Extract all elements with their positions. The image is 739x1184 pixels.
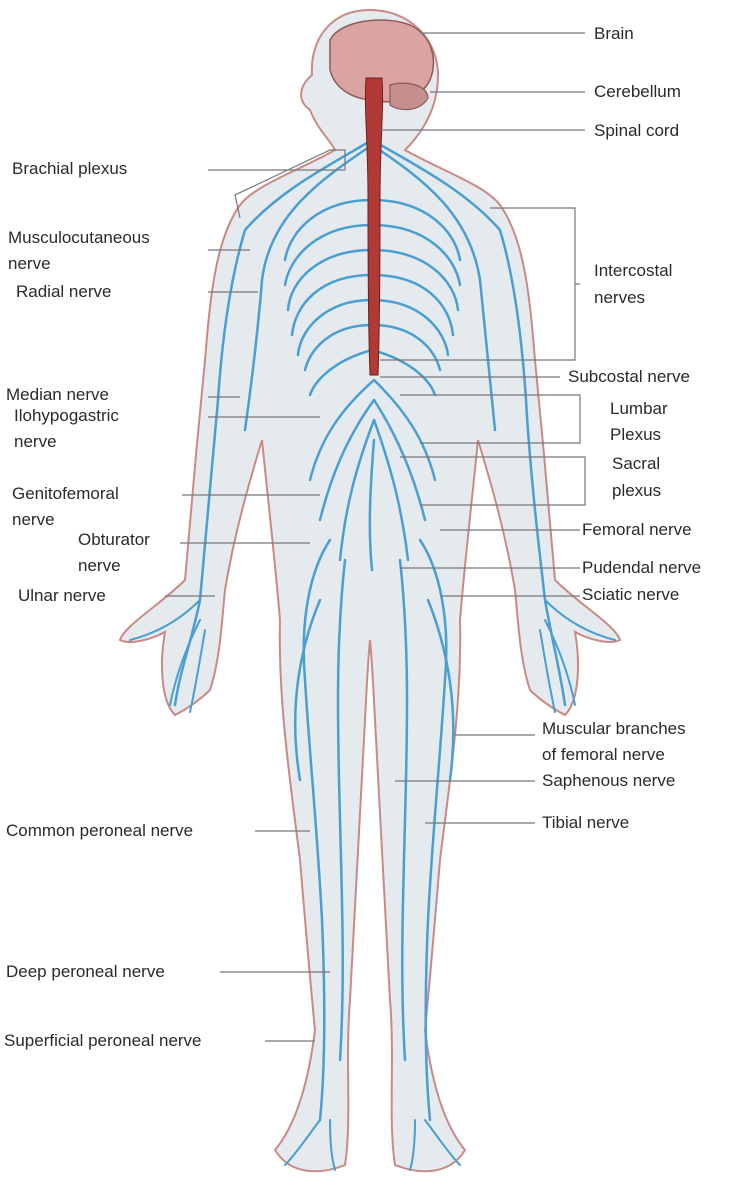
label-radial-nerve: Radial nerve xyxy=(16,282,112,301)
label-sciatic-nerve: Sciatic nerve xyxy=(582,585,680,604)
label-saphenous-nerve: Saphenous nerve xyxy=(542,771,676,790)
label-lumbar-line1: Lumbar xyxy=(610,399,668,418)
feet-nerves xyxy=(284,1119,461,1171)
spinal-cord xyxy=(364,77,384,376)
label-obturator-line2: nerve xyxy=(78,556,121,575)
label-spinal-cord: Spinal cord xyxy=(594,121,680,140)
label-obturator-line1: Obturator xyxy=(78,530,150,549)
label-musculocutaneous-line2: nerve xyxy=(8,254,51,273)
label-lumbar-line2: Plexus xyxy=(610,425,662,444)
label-pudendal-nerve: Pudendal nerve xyxy=(582,558,702,577)
label-subcostal-nerve: Subcostal nerve xyxy=(568,367,690,386)
label-genitofemoral-line2: nerve xyxy=(12,510,55,529)
label-iliohypogastric-line2: nerve xyxy=(14,432,57,451)
label-iliohypogastric-line1: Ilohypogastric xyxy=(14,406,119,425)
label-muscular-branches-line1: Muscular branches xyxy=(542,719,686,738)
label-femoral-nerve: Femoral nerve xyxy=(582,520,692,539)
hand-nerves xyxy=(129,599,616,713)
peripheral-nerves xyxy=(173,138,567,1122)
label-sacral-line1: Sacral xyxy=(612,454,661,473)
label-deep-peroneal-nerve: Deep peroneal nerve xyxy=(6,962,165,981)
label-tibial-nerve: Tibial nerve xyxy=(542,813,630,832)
leader-lines xyxy=(165,32,586,1042)
label-superficial-peroneal-nerve: Superficial peroneal nerve xyxy=(4,1031,202,1050)
body-outline xyxy=(118,8,622,1173)
label-intercostal-line1: Intercostal xyxy=(594,261,673,280)
label-median-nerve: Median nerve xyxy=(6,385,110,404)
label-brachial-plexus: Brachial plexus xyxy=(12,159,128,178)
label-cerebellum: Cerebellum xyxy=(594,82,681,101)
label-musculocutaneous-line1: Musculocutaneous xyxy=(8,228,150,247)
label-intercostal-line2: nerves xyxy=(594,288,646,307)
label-common-peroneal-nerve: Common peroneal nerve xyxy=(6,821,194,840)
label-genitofemoral-line1: Genitofemoral xyxy=(12,484,119,503)
label-ulnar-nerve: Ulnar nerve xyxy=(18,586,106,605)
cerebellum xyxy=(389,82,429,111)
label-brain: Brain xyxy=(594,24,634,43)
label-muscular-branches-line2: of femoral nerve xyxy=(542,745,665,764)
brain xyxy=(329,19,435,103)
label-sacral-line2: plexus xyxy=(612,481,662,500)
